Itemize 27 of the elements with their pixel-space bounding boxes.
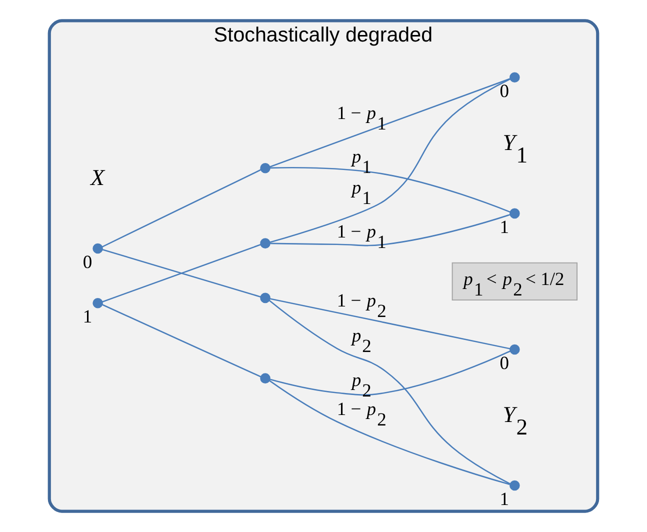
connector [268,300,510,484]
node-label: 0 [500,80,510,102]
label: X [90,165,104,190]
connector [270,166,510,213]
node-circle [510,72,520,83]
node-circle [510,344,520,355]
node-label: 1 [500,488,510,510]
connector [270,350,510,396]
node-circle [260,292,270,304]
node-label: 0 [82,252,92,273]
connector [270,78,510,168]
node-circle [510,480,520,491]
node-label: 1 [500,216,510,238]
connector [102,304,262,378]
node-circle [92,298,103,308]
node-circle [92,243,103,254]
connector [270,78,510,243]
connector [270,298,510,350]
connector [270,214,510,246]
node-circle [510,208,520,219]
node-label: 0 [500,352,510,374]
node-label: 1 [82,306,92,328]
connector [102,169,262,248]
connector [269,380,510,486]
node-circle [260,162,270,174]
node-circle [260,373,270,384]
node-circle [260,238,270,248]
